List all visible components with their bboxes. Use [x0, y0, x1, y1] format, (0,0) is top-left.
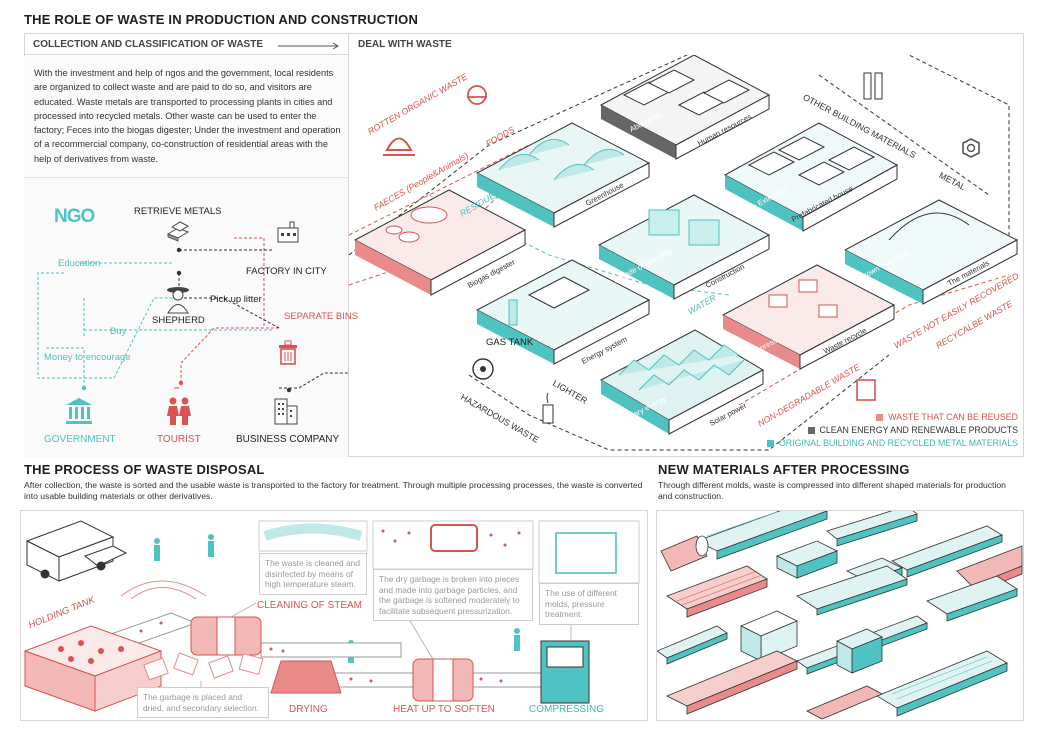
- process-text: After collection, the waste is sorted an…: [24, 480, 643, 501]
- steam-cylinder: [190, 616, 262, 656]
- factory-icon: [277, 221, 299, 243]
- legend-item-reuse: WASTE THAT CAN BE REUSED: [738, 412, 1018, 422]
- retrieve-metals-label: RETRIEVE METALS: [134, 206, 222, 217]
- legend-swatch-reuse: [876, 414, 884, 422]
- legend-label-original: ORIGINAL BUILDING AND RECYCLED METAL MAT…: [778, 438, 1018, 448]
- business-label: BUSINESS COMPANY: [236, 434, 340, 445]
- truck-icon: [25, 520, 128, 582]
- process-title: THE PROCESS OF WASTE DISPOSAL: [24, 462, 265, 477]
- separate-bins-label: SEPARATE BINS: [284, 311, 359, 322]
- legend-item-clean: CLEAN ENERGY AND RENEWABLE PRODUCTS: [738, 425, 1018, 435]
- education-label: Education: [58, 258, 101, 269]
- compressor-machine: [540, 640, 590, 704]
- dryer-box: [270, 660, 342, 694]
- trash-bin-icon: [279, 340, 297, 365]
- caption-placed: The garbage is placed and dried, and sec…: [137, 687, 269, 718]
- legend-swatch-clean: [807, 427, 815, 435]
- caption-molds: The use of different molds, pressure tre…: [539, 583, 639, 625]
- tile-energy: [475, 259, 651, 365]
- government-icon: [66, 398, 92, 424]
- process-panel: HOLDING TANK The waste is cleaned and di…: [20, 510, 648, 721]
- legend-label-clean: CLEAN ENERGY AND RENEWABLE PRODUCTS: [819, 425, 1018, 435]
- deal-heading: DEAL WITH WASTE: [358, 39, 452, 50]
- column-divider: [348, 33, 349, 457]
- buy-label: Buy: [110, 326, 127, 337]
- arrow-right-icon: [278, 42, 339, 50]
- label-gas-tank: GAS TANK: [486, 337, 534, 348]
- actors-flow-lines: [37, 237, 348, 393]
- tourist-label: TOURIST: [157, 434, 201, 445]
- step-cleaning: CLEANING OF STEAM: [257, 600, 363, 611]
- materials-illustration: [657, 511, 1023, 720]
- collection-text: With the investment and help of ngos and…: [34, 68, 341, 164]
- metal-bars-icon: [166, 221, 190, 242]
- biohazard-icon: [472, 358, 494, 380]
- tile-prefab: [723, 122, 899, 232]
- bowl-icon: [467, 85, 487, 105]
- legend-label-reuse: WASTE THAT CAN BE REUSED: [888, 412, 1018, 422]
- hex-nut-icon: [962, 138, 980, 158]
- tile-construction: [597, 194, 771, 300]
- materials-title: NEW MATERIALS AFTER PROCESSING: [658, 462, 910, 477]
- step-drying: DRYING: [289, 704, 328, 715]
- tile-aborigines: [599, 55, 771, 160]
- legend: WASTE THAT CAN BE REUSED CLEAN ENERGY AN…: [738, 412, 1018, 448]
- heat-cylinder: [412, 658, 474, 702]
- step-compressing: COMPRESSING: [529, 704, 605, 715]
- tourist-icon: [167, 397, 191, 425]
- pick-up-label: Pick up litter: [210, 294, 262, 305]
- poop-icon: [383, 137, 415, 156]
- legend-item-original: ORIGINAL BUILDING AND RECYCLED METAL MAT…: [738, 438, 1018, 448]
- legend-swatch-original: [766, 440, 774, 448]
- collection-text-box: With the investment and help of ngos and…: [24, 56, 348, 178]
- tile-biogas: [353, 189, 527, 296]
- caption-dry: The dry garbage is broken into pieces an…: [373, 569, 533, 621]
- materials-panel: [656, 510, 1024, 721]
- ngo-logo: NGO: [54, 206, 95, 227]
- materials-text: Through different molds, waste is compre…: [658, 480, 1006, 501]
- lighter-icon: [542, 392, 554, 424]
- factory-label: FACTORY IN CITY: [246, 266, 327, 277]
- deal-waste-diagram: [349, 55, 1019, 451]
- caption-steam: The waste is cleaned and disinfected by …: [259, 553, 367, 595]
- main-title: THE ROLE OF WASTE IN PRODUCTION AND CONS…: [24, 12, 419, 27]
- shepherd-label: SHEPHERD: [152, 315, 205, 326]
- collection-heading: COLLECTION AND CLASSIFICATION OF WASTE: [33, 39, 263, 50]
- shepherd-icon: [167, 287, 189, 314]
- plastic-bag-icon: [856, 379, 876, 401]
- tile-materials: [843, 199, 1019, 305]
- collection-header: COLLECTION AND CLASSIFICATION OF WASTE: [24, 33, 348, 55]
- money-label: Money to encourage: [44, 352, 131, 363]
- office-building-icon: [274, 398, 298, 425]
- step-heat: HEAT UP TO SOFTEN: [393, 704, 495, 715]
- tile-greenhouse: [475, 122, 651, 228]
- government-label: GOVERNMENT: [44, 434, 116, 445]
- bottles-icon: [863, 72, 883, 100]
- tile-recycle: [721, 264, 896, 370]
- tile-solar: [599, 329, 765, 435]
